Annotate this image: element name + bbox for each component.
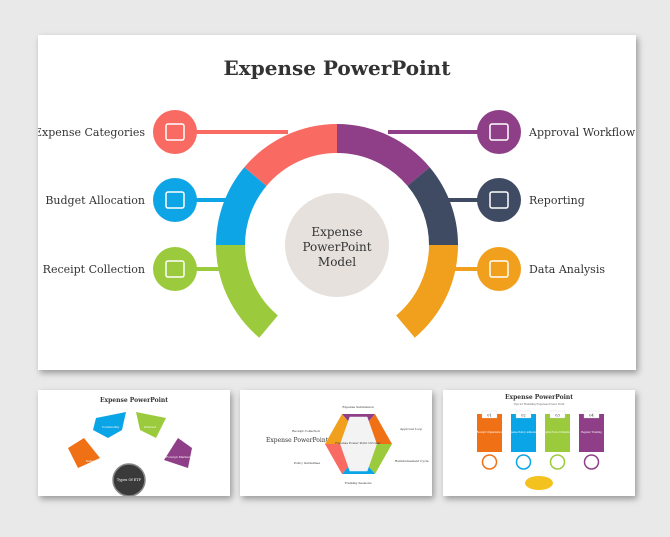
main-slide[interactable]: Expense PowerPoint Expense PowerPoint Mo…: [34, 35, 636, 370]
step-card: [579, 414, 604, 452]
item-label: Receipt Collection: [43, 263, 145, 276]
center-label: Expense Power Point Circular: [335, 441, 381, 445]
step-icon: [515, 454, 532, 470]
step-card: [545, 414, 570, 452]
segment-label: Foreign Market: [166, 455, 191, 459]
segment-label: Interest: [144, 425, 157, 429]
arc-segment: [216, 167, 267, 245]
center-circle: [285, 193, 389, 297]
segment: [93, 412, 126, 438]
step-label: Regular Training: [581, 431, 602, 434]
wallet-icon: [153, 110, 197, 154]
step-label: Receipt Organization: [477, 431, 503, 434]
item-label: Approval Workflow: [528, 126, 636, 139]
segment: [164, 438, 192, 468]
slide-title: Expense PowerPoint: [224, 56, 452, 80]
step-card: [477, 414, 502, 452]
step-label: Digital Tools Utilization: [543, 431, 572, 434]
workflow-icon: [489, 123, 509, 141]
report-icon: [477, 178, 521, 222]
report-icon: [489, 191, 509, 209]
item-label: Data Analysis: [529, 263, 605, 276]
segment-label: Commodity: [102, 425, 120, 429]
analytics-icon: [489, 260, 509, 278]
analytics-icon: [477, 247, 521, 291]
segment: [136, 412, 166, 438]
hex-label: Training Sessions: [344, 481, 371, 485]
step-icon: [583, 454, 600, 470]
coin-icon: [525, 476, 553, 490]
step-label: Expense Policy Adherence: [508, 431, 541, 434]
thumb-title: Expense PowerPoint: [505, 394, 573, 401]
step-icon: [481, 454, 498, 470]
receipt-icon: [153, 247, 197, 291]
workflow-icon: [477, 110, 521, 154]
money-bag-icon: [165, 191, 185, 209]
arc-segment: [407, 167, 458, 245]
thumbnail-1[interactable]: Expense PowerPoint Index Commodity Inter…: [38, 390, 230, 497]
thumb-subtitle: Tips for Handling Expenses Power Point: [513, 403, 564, 406]
step-number: 01: [487, 414, 491, 418]
hex-label: Approval Loop: [399, 427, 422, 431]
step-card: [511, 414, 536, 452]
center-label: Types Of ETF: [117, 478, 142, 482]
hex-label: Expense Submission: [342, 405, 373, 409]
thumb-title: Expense PowerPoint: [266, 437, 329, 444]
arc-segment: [216, 245, 278, 338]
arc-segment: [337, 124, 430, 186]
item-label: Expense Categories: [38, 126, 145, 139]
thumb-title: Expense PowerPoint: [100, 397, 168, 404]
thumbnail-3[interactable]: Expense PowerPoint Tips for Handling Exp…: [443, 390, 635, 496]
step-number: 04: [589, 414, 594, 418]
step-icon: [549, 454, 566, 470]
center-label: Model: [318, 255, 356, 269]
hex-label: Receipt Collection: [292, 429, 320, 433]
arc-segment: [244, 124, 337, 186]
segment-label: Index: [86, 459, 95, 463]
receipt-icon: [165, 260, 185, 278]
thumbnail-2[interactable]: Expense PowerPoint Expense Power Point C…: [240, 390, 432, 496]
step-number: 03: [555, 414, 559, 418]
item-label: Reporting: [529, 194, 585, 207]
arc-segment: [396, 245, 458, 338]
segment: [68, 438, 100, 468]
wallet-icon: [165, 123, 185, 141]
item-label: Budget Allocation: [45, 194, 145, 207]
hex-label: Reimbursement Cycle: [395, 459, 429, 463]
hex-label: Policy Guidelines: [294, 461, 321, 465]
center-label: PowerPoint: [302, 240, 371, 254]
money-bag-icon: [153, 178, 197, 222]
step-number: 02: [521, 414, 525, 418]
center-label: Expense: [311, 225, 362, 239]
